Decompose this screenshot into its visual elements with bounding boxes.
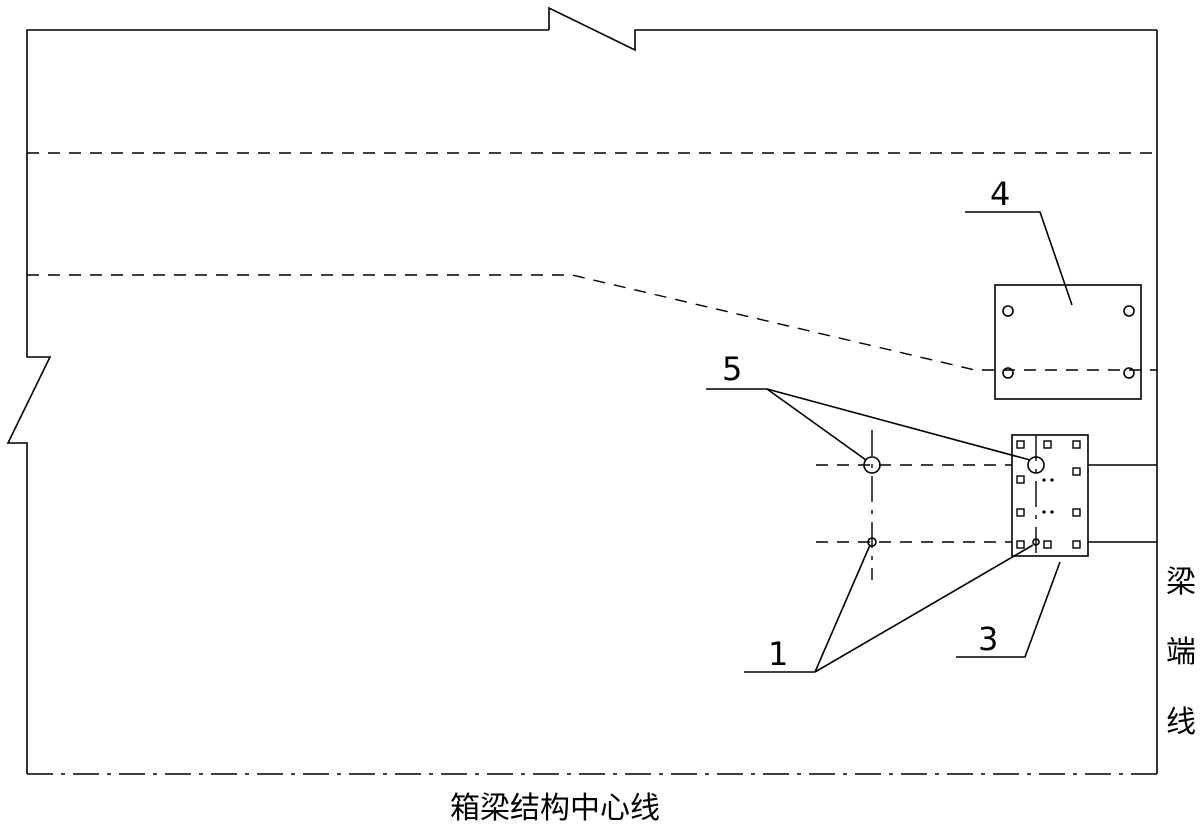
bolt-hole [1123, 367, 1135, 379]
plate-3-circle [1027, 456, 1045, 474]
beam-end-label-char-2: 端 [1166, 635, 1196, 670]
bolt-hole [1123, 305, 1135, 317]
tendon-dashed-line [27, 274, 1157, 371]
leader-3 [956, 561, 1061, 658]
beam-end-label-char-1: 梁 [1166, 565, 1196, 600]
bolt-hole [1002, 305, 1014, 317]
callout-5-label: 5 [722, 350, 742, 388]
plate-3-dots [1042, 478, 1054, 514]
plate-3-studs [1016, 440, 1081, 549]
leader-1-a [814, 544, 871, 673]
marker-circle-small [867, 537, 877, 547]
leader-1-b [814, 544, 1034, 673]
plate-3 [1011, 434, 1089, 557]
leader-5-a [766, 388, 867, 461]
girder-outline [6, 29, 549, 774]
bolt-hole [1002, 367, 1014, 379]
callout-3-label: 3 [978, 620, 998, 658]
plate-3-small-circle [1032, 538, 1040, 546]
anchor-plate-4 [994, 284, 1142, 400]
callout-1-label: 1 [768, 635, 788, 673]
leader-5-b [766, 388, 1031, 461]
leader-4 [965, 211, 1073, 306]
top-break-mark [548, 6, 1157, 52]
marker-circle-large [863, 456, 881, 474]
callout-4-label: 4 [990, 175, 1010, 213]
centerline-label: 箱梁结构中心线 [450, 791, 660, 826]
beam-end-label-char-3: 线 [1166, 705, 1196, 740]
